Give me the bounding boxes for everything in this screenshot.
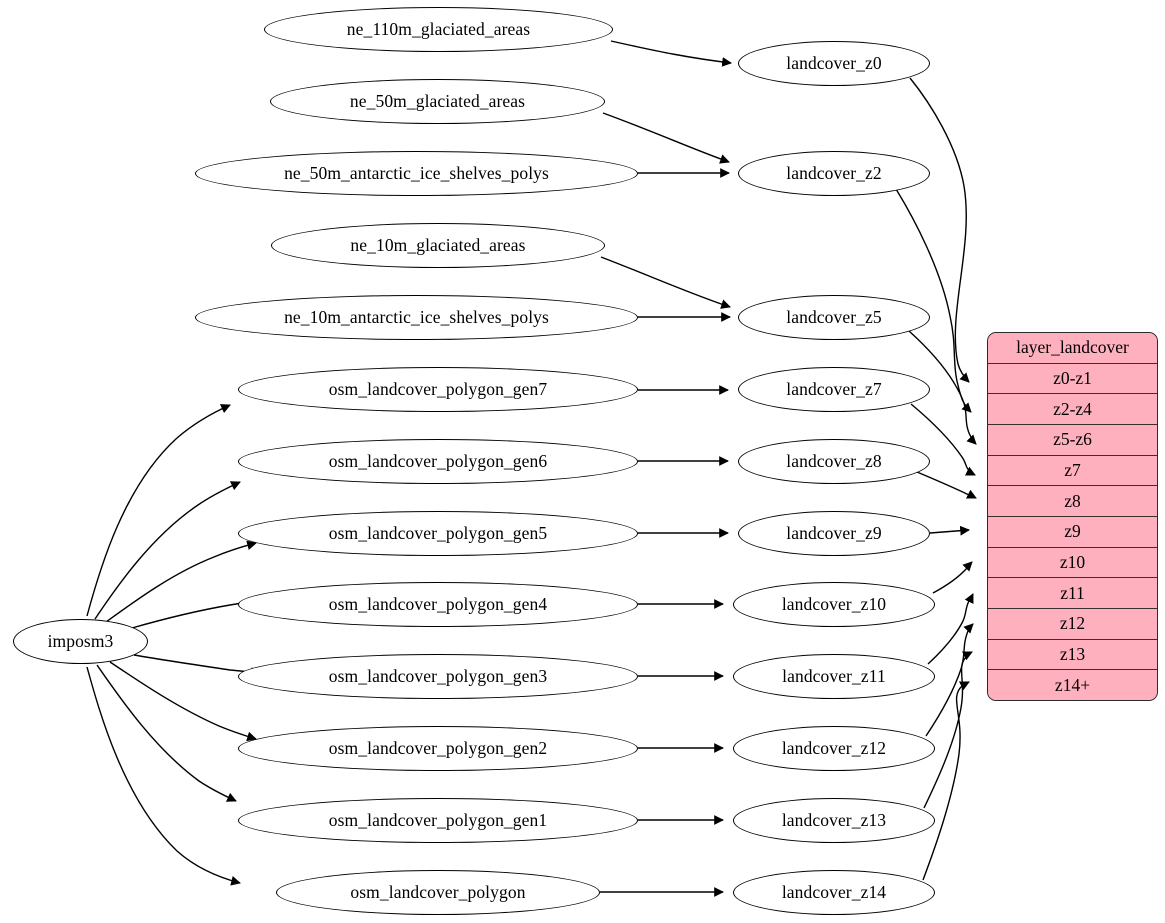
edge-imposm3-to-polygon xyxy=(86,666,241,886)
edge-ne10mglac-to-z5 xyxy=(600,256,731,309)
edge-imposm3-to-gen2 xyxy=(109,661,257,742)
node-label: landcover_z7 xyxy=(786,379,882,399)
node-label: osm_landcover_polygon_gen4 xyxy=(328,594,548,614)
table-row-label: z12 xyxy=(1059,613,1086,634)
node-landcover-z0[interactable]: landcover_z0 xyxy=(738,41,930,86)
table-header-label: layer_landcover xyxy=(1016,337,1129,358)
table-row-z13[interactable]: z13 xyxy=(988,638,1157,670)
table-row-label: z13 xyxy=(1059,644,1086,665)
node-imposm3-label: imposm3 xyxy=(47,631,114,651)
table-row-label: z9 xyxy=(1064,521,1081,542)
node-label: landcover_z0 xyxy=(786,53,882,73)
edge-imposm3-to-gen7 xyxy=(86,404,231,617)
node-osm-landcover-polygon-gen6[interactable]: osm_landcover_polygon_gen6 xyxy=(238,439,638,484)
node-ne-50m-glaciated-areas[interactable]: ne_50m_glaciated_areas xyxy=(270,79,605,124)
node-osm-landcover-polygon[interactable]: osm_landcover_polygon xyxy=(276,870,600,915)
node-label: ne_110m_glaciated_areas xyxy=(346,19,531,39)
node-label: osm_landcover_polygon_gen1 xyxy=(328,810,548,830)
table-row-label: z10 xyxy=(1059,552,1086,573)
edge-ne110m-to-z0 xyxy=(610,40,732,67)
node-label: ne_50m_antarctic_ice_shelves_polys xyxy=(284,163,549,183)
node-label: osm_landcover_polygon xyxy=(350,882,526,902)
node-landcover-z2[interactable]: landcover_z2 xyxy=(738,151,930,196)
node-label: landcover_z12 xyxy=(781,738,887,758)
node-ne-50m-antarctic-ice-shelves-polys[interactable]: ne_50m_antarctic_ice_shelves_polys xyxy=(195,151,638,196)
node-label: landcover_z8 xyxy=(786,451,882,471)
node-landcover-z5[interactable]: landcover_z5 xyxy=(738,295,930,340)
node-label: osm_landcover_polygon_gen5 xyxy=(328,523,548,543)
node-ne-110m-glaciated-areas[interactable]: ne_110m_glaciated_areas xyxy=(264,7,613,52)
edge-imposm3-to-gen1 xyxy=(96,664,237,802)
node-landcover-z13[interactable]: landcover_z13 xyxy=(733,798,935,843)
node-label: landcover_z2 xyxy=(786,163,882,183)
table-row-z8[interactable]: z8 xyxy=(988,485,1157,517)
node-label: landcover_z9 xyxy=(786,523,882,543)
node-label: ne_10m_glaciated_areas xyxy=(350,235,526,255)
node-landcover-z10[interactable]: landcover_z10 xyxy=(733,582,935,627)
node-label: ne_10m_antarctic_ice_shelves_polys xyxy=(284,307,549,327)
edge-ne50mglac-to-z2 xyxy=(602,112,730,164)
node-landcover-z9[interactable]: landcover_z9 xyxy=(738,511,930,556)
node-label: ne_50m_glaciated_areas xyxy=(349,91,526,111)
node-osm-landcover-polygon-gen1[interactable]: osm_landcover_polygon_gen1 xyxy=(238,798,638,843)
node-label: landcover_z10 xyxy=(781,594,887,614)
table-row-z2-z4[interactable]: z2-z4 xyxy=(988,393,1157,425)
node-osm-landcover-polygon-gen4[interactable]: osm_landcover_polygon_gen4 xyxy=(238,582,638,627)
node-landcover-z7[interactable]: landcover_z7 xyxy=(738,367,930,412)
node-osm-landcover-polygon-gen2[interactable]: osm_landcover_polygon_gen2 xyxy=(238,726,638,771)
node-label: osm_landcover_polygon_gen2 xyxy=(328,738,548,758)
table-row-z12[interactable]: z12 xyxy=(988,608,1157,639)
table-row-z5-z6[interactable]: z5-z6 xyxy=(988,424,1157,455)
node-label: landcover_z14 xyxy=(781,882,887,902)
edge-z14-to-row-z14 xyxy=(922,681,970,881)
node-layer-landcover-table[interactable]: layer_landcover z0-z1 z2-z4 z5-z6 z7 z8 … xyxy=(987,332,1158,701)
node-ne-10m-antarctic-ice-shelves-polys[interactable]: ne_10m_antarctic_ice_shelves_polys xyxy=(195,295,638,340)
node-ne-10m-glaciated-areas[interactable]: ne_10m_glaciated_areas xyxy=(271,223,605,268)
edge-imposm3-to-gen5 xyxy=(105,540,257,623)
node-label: osm_landcover_polygon_gen6 xyxy=(328,451,548,471)
table-row-z0-z1[interactable]: z0-z1 xyxy=(988,362,1157,394)
table-row-label: z0-z1 xyxy=(1053,368,1092,388)
edge-z8-to-row-z8 xyxy=(916,471,977,499)
table-row-label: z2-z4 xyxy=(1053,398,1092,419)
node-imposm3[interactable]: imposm3 xyxy=(13,619,148,664)
edge-z9-to-row-z9 xyxy=(929,525,970,536)
table-row-label: z5-z6 xyxy=(1053,429,1092,450)
table-row-z7[interactable]: z7 xyxy=(988,454,1157,486)
edge-imposm3-to-gen6 xyxy=(94,481,241,620)
node-osm-landcover-polygon-gen7[interactable]: osm_landcover_polygon_gen7 xyxy=(238,367,638,412)
node-landcover-z11[interactable]: landcover_z11 xyxy=(733,654,935,699)
table-row-label: z7 xyxy=(1064,460,1081,481)
node-landcover-z14[interactable]: landcover_z14 xyxy=(733,870,935,915)
node-label: landcover_z11 xyxy=(782,666,886,686)
table-row-label: z8 xyxy=(1064,490,1081,511)
edge-z0-to-row-z0z1 xyxy=(909,77,970,383)
node-label: osm_landcover_polygon_gen7 xyxy=(328,379,548,399)
table-row-label: z14+ xyxy=(1054,674,1091,695)
edge-imposm3-to-gen3 xyxy=(133,654,261,678)
table-row-z14-plus[interactable]: z14+ xyxy=(988,669,1157,700)
node-label: landcover_z13 xyxy=(781,810,887,830)
node-osm-landcover-polygon-gen3[interactable]: osm_landcover_polygon_gen3 xyxy=(238,654,638,699)
table-header-layer-landcover: layer_landcover xyxy=(988,333,1157,363)
table-row-label: z11 xyxy=(1060,582,1085,603)
node-landcover-z8[interactable]: landcover_z8 xyxy=(738,439,930,484)
node-label: osm_landcover_polygon_gen3 xyxy=(328,666,548,686)
node-label: landcover_z5 xyxy=(786,307,882,327)
table-row-z9[interactable]: z9 xyxy=(988,516,1157,547)
node-osm-landcover-polygon-gen5[interactable]: osm_landcover_polygon_gen5 xyxy=(238,511,638,556)
table-row-z11[interactable]: z11 xyxy=(988,577,1157,609)
node-landcover-z12[interactable]: landcover_z12 xyxy=(733,726,935,771)
table-row-z10[interactable]: z10 xyxy=(988,546,1157,578)
edge-z10-to-row-z10 xyxy=(932,561,973,594)
